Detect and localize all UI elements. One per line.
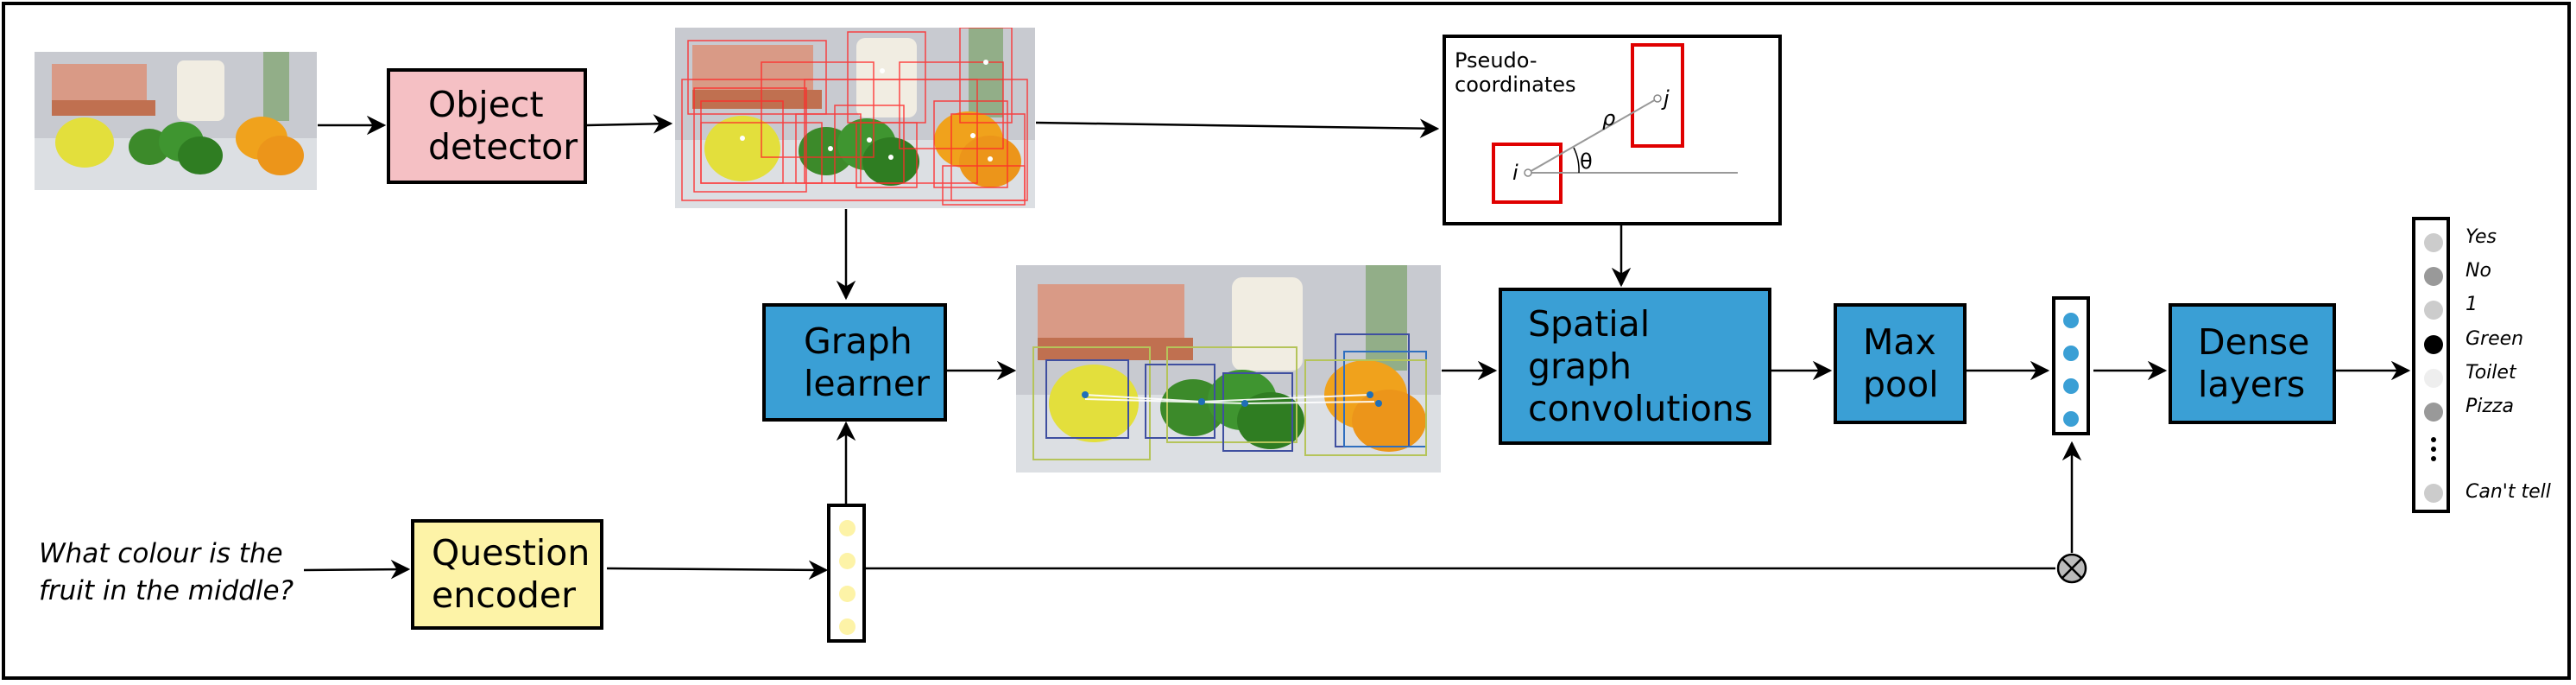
object-detector-block: Object detector (387, 68, 587, 184)
question-encoder-line-1: Question (432, 532, 590, 574)
arrow-question-to-encoder (303, 559, 411, 580)
elementwise-product-icon (2056, 553, 2087, 584)
rho-label: ρ (1602, 106, 1616, 130)
node-i-label: i (1512, 161, 1518, 185)
arrow-encoder-to-qvector (606, 560, 829, 580)
question-vector (827, 504, 866, 643)
question-text: What colour is the fruit in the middle? (39, 536, 294, 610)
pseudo-coordinates-line-1: Pseudo- (1455, 48, 1537, 73)
answer-label-no: No (2466, 260, 2491, 282)
answer-dot-1 (2424, 301, 2443, 320)
ellipsis-dot (2431, 437, 2436, 442)
question-vector-dot (839, 586, 856, 602)
node-j-label: j (1664, 86, 1670, 111)
feature-dot (2063, 378, 2079, 394)
answer-vector (2412, 217, 2450, 513)
ellipsis-dot (2431, 456, 2436, 461)
pseudo-coordinates-panel: Pseudo- coordinates i j ρ θ (1443, 35, 1782, 225)
question-line-1: What colour is the (39, 538, 283, 569)
pseudo-coordinates-label: Pseudo- coordinates (1455, 48, 1576, 97)
answer-label-cant-tell: Can't tell (2466, 481, 2551, 503)
answer-dot-green (2424, 335, 2443, 354)
pseudo-coordinates-sketch (1492, 43, 1738, 204)
object-detector-line-1: Object (428, 84, 544, 125)
feature-dot (2063, 313, 2079, 328)
max-pool-line-1: Max (1863, 321, 1936, 363)
answer-label-pizza: Pizza (2466, 396, 2514, 417)
answer-label-yes: Yes (2466, 226, 2497, 248)
dense-layers-line-2: layers (2198, 364, 2306, 405)
pseudo-coordinates-line-2: coordinates (1455, 73, 1576, 97)
feature-dot (2063, 346, 2079, 361)
question-encoder-line-2: encoder (432, 574, 576, 616)
object-detector-line-2: detector (428, 126, 578, 168)
arrow-detector-to-boxes (586, 114, 673, 134)
theta-label: θ (1580, 149, 1593, 174)
graph-learner-line-2: learner (804, 362, 930, 404)
detections-image (675, 28, 1035, 208)
answer-label-toilet: Toilet (2466, 362, 2516, 384)
dense-layers-block: Dense layers (2169, 303, 2336, 424)
question-vector-dot (839, 618, 856, 635)
answer-label-1: 1 (2466, 294, 2478, 315)
max-pool-line-2: pool (1863, 364, 1939, 405)
question-line-2: fruit in the middle? (39, 575, 294, 606)
answer-dot-pizza (2424, 403, 2443, 422)
answer-dot-yes (2424, 233, 2443, 252)
spatial-line-1: Spatial (1528, 302, 1651, 345)
spatial-line-3: convolutions (1528, 387, 1753, 429)
graph-learner-line-1: Graph (804, 320, 912, 362)
learned-graph-image (1016, 265, 1441, 473)
feature-dot (2063, 411, 2079, 427)
ellipsis-dot (2431, 447, 2436, 452)
arrow-boxes-to-pseudo (1035, 118, 1440, 138)
answer-label-green: Green (2466, 328, 2524, 350)
answer-dot-no (2424, 267, 2443, 286)
dense-layers-line-1: Dense (2198, 321, 2310, 363)
question-vector-dot (839, 553, 856, 569)
pooled-feature-vector (2052, 296, 2090, 435)
graph-learner-block: Graph learner (762, 303, 947, 422)
answer-dot-toilet (2424, 369, 2443, 388)
spatial-graph-convolutions-block: Spatial graph convolutions (1499, 288, 1771, 445)
input-image (35, 52, 317, 190)
spatial-line-2: graph (1528, 345, 1632, 387)
answer-dot-cant-tell (2424, 484, 2443, 503)
question-vector-dot (839, 520, 856, 536)
max-pool-block: Max pool (1834, 303, 1967, 424)
question-encoder-block: Question encoder (411, 519, 603, 630)
